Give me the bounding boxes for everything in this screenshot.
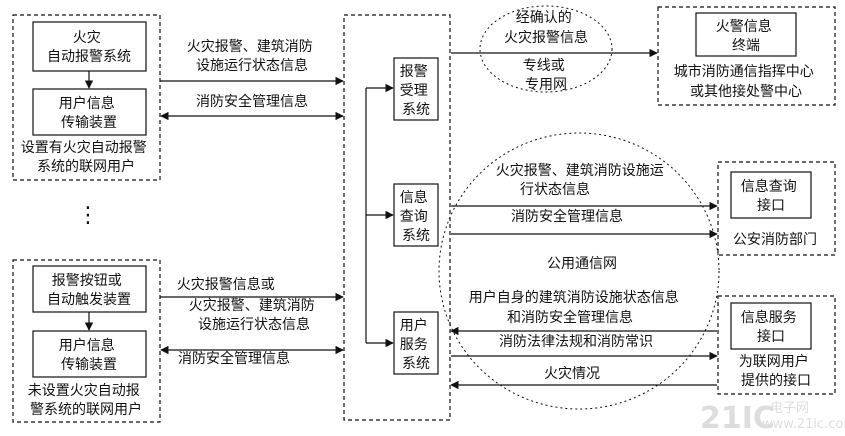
info-service-interface-group: [717, 295, 836, 395]
user-info-device-box-bottom: [32, 330, 147, 378]
networked-user-without-alarm-caption: 未设置火灾自动报 警系统的联网用户: [28, 382, 144, 418]
info-service-interface-caption: 为联网用户 提供的接口: [739, 353, 813, 389]
query-safety-label: 消防安全管理信息: [511, 208, 623, 225]
top-status-label: 火灾报警、建筑消防 设施运行状态信息: [187, 38, 317, 74]
networked-user-with-alarm-group: [12, 14, 161, 181]
user-info-device-label-top: 用户信息 传输装置: [59, 95, 119, 131]
more-users-ellipsis: ⋮: [77, 203, 99, 228]
alarm-terminal-label: 火警信息 终端: [716, 18, 776, 54]
alarm-accept-system-box: [393, 57, 439, 121]
confirmed-alarm-label: 经确认的 火灾报警信息: [504, 10, 588, 46]
info-query-interface-box: [730, 171, 812, 219]
bottom-status-label: 火灾报警信息或 火灾报警、建筑消防 设施运行状态信息: [177, 276, 319, 333]
fire-alarm-system-box: [32, 21, 147, 72]
alarm-button-label: 报警按钮或 自动触发装置: [47, 273, 131, 308]
user-info-device-label-bottom: 用户信息 传输装置: [59, 337, 119, 373]
alarm-terminal-caption: 城市消防通信指挥中心 或其他接处警中心: [674, 63, 818, 100]
fire-alarm-system-label: 火灾 自动报警系统: [47, 29, 131, 65]
user-self-info-label: 用户自身的建筑消防设施状态信息 和消防安全管理信息: [469, 289, 683, 326]
alarm-accept-system-label: 报警 受理 系统: [400, 64, 432, 118]
dedicated-network-ellipse: [479, 5, 613, 93]
user-info-device-box-top: [32, 88, 147, 136]
watermark-url: www.21ic.com: [762, 417, 845, 432]
public-network-label: 公用通信网: [547, 256, 617, 272]
top-safety-label: 消防安全管理信息: [196, 93, 308, 110]
query-status-label: 火灾报警、建筑消防设施运 行状态信息: [496, 162, 668, 198]
user-service-system-box: [393, 311, 439, 375]
watermark-brand: 21IC: [700, 401, 775, 436]
bottom-safety-label: 消防安全管理信息: [178, 350, 290, 367]
laws-label: 消防法律法规和消防常识: [499, 334, 653, 350]
info-query-interface-caption: 公安消防部门: [733, 232, 817, 248]
watermark-site: 电子网: [770, 401, 809, 416]
fire-situation-label: 火灾情况: [544, 365, 600, 382]
info-query-system-label: 信息 查询 系统: [400, 189, 432, 244]
user-service-system-label: 用户 服务 系统: [400, 317, 432, 372]
alarm-button-box: [32, 265, 147, 313]
alarm-terminal-box: [695, 12, 797, 57]
networked-user-without-alarm-group: [12, 259, 161, 423]
alarm-terminal-group: [657, 6, 836, 106]
info-service-interface-label: 信息服务 接口: [741, 309, 801, 345]
info-service-interface-box: [730, 302, 812, 350]
watermark: 21IC 电子网 www.21ic.com: [700, 401, 845, 436]
info-query-interface-label: 信息查询 接口: [741, 178, 801, 214]
info-query-interface-group: [717, 161, 836, 256]
info-query-system-box: [393, 183, 439, 247]
dedicated-line-label: 专线或 专用网: [523, 58, 569, 93]
monitoring-center-group: [343, 14, 451, 421]
networked-user-with-alarm-caption: 设置有火灾自动报警 系统的联网用户: [21, 139, 151, 175]
public-network-ellipse: [438, 132, 720, 410]
